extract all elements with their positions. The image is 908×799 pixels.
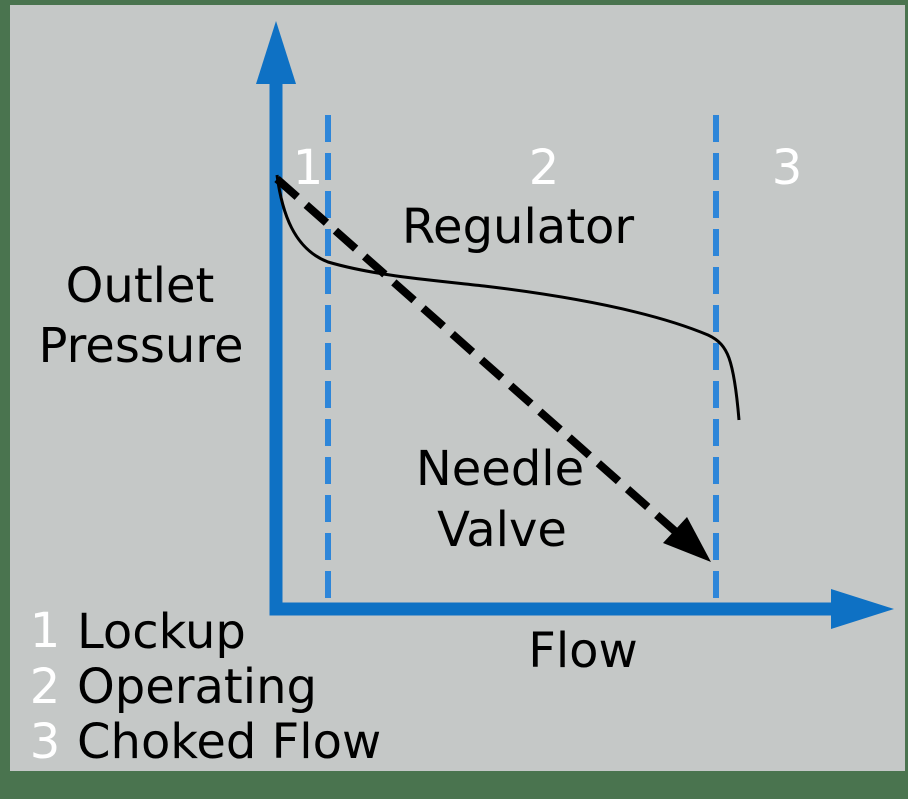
y-axis-arrowhead-icon <box>256 21 296 84</box>
y-axis-label-line2: Pressure <box>39 318 244 374</box>
needle-valve-arrowhead-icon <box>663 517 711 562</box>
region-2-number: 2 <box>529 140 560 196</box>
legend-item-3-label: Choked Flow <box>77 714 381 770</box>
region-3-number: 3 <box>772 140 803 196</box>
regulator-curve <box>275 174 741 421</box>
legend-item-2-label: Operating <box>77 659 317 715</box>
needle-valve-label-line2: Valve <box>437 502 567 558</box>
regulator-label: Regulator <box>402 199 635 255</box>
needle-valve-label-line1: Needle <box>416 441 584 497</box>
region-1-number: 1 <box>293 140 324 196</box>
axes-lines <box>269 80 836 616</box>
legend-item-3-number: 3 <box>30 714 61 770</box>
legend: 1 Lockup 2 Operating 3 Choked Flow <box>30 603 381 770</box>
legend-item-1-label: Lockup <box>77 604 246 660</box>
legend-item-2-number: 2 <box>30 659 61 715</box>
y-axis-label-line1: Outlet <box>66 258 215 314</box>
needle-valve-curve <box>274 176 679 535</box>
chart-canvas <box>10 5 905 771</box>
x-axis-label: Flow <box>528 623 638 679</box>
x-axis-arrowhead-icon <box>831 589 894 629</box>
legend-item-1-number: 1 <box>30 603 61 659</box>
